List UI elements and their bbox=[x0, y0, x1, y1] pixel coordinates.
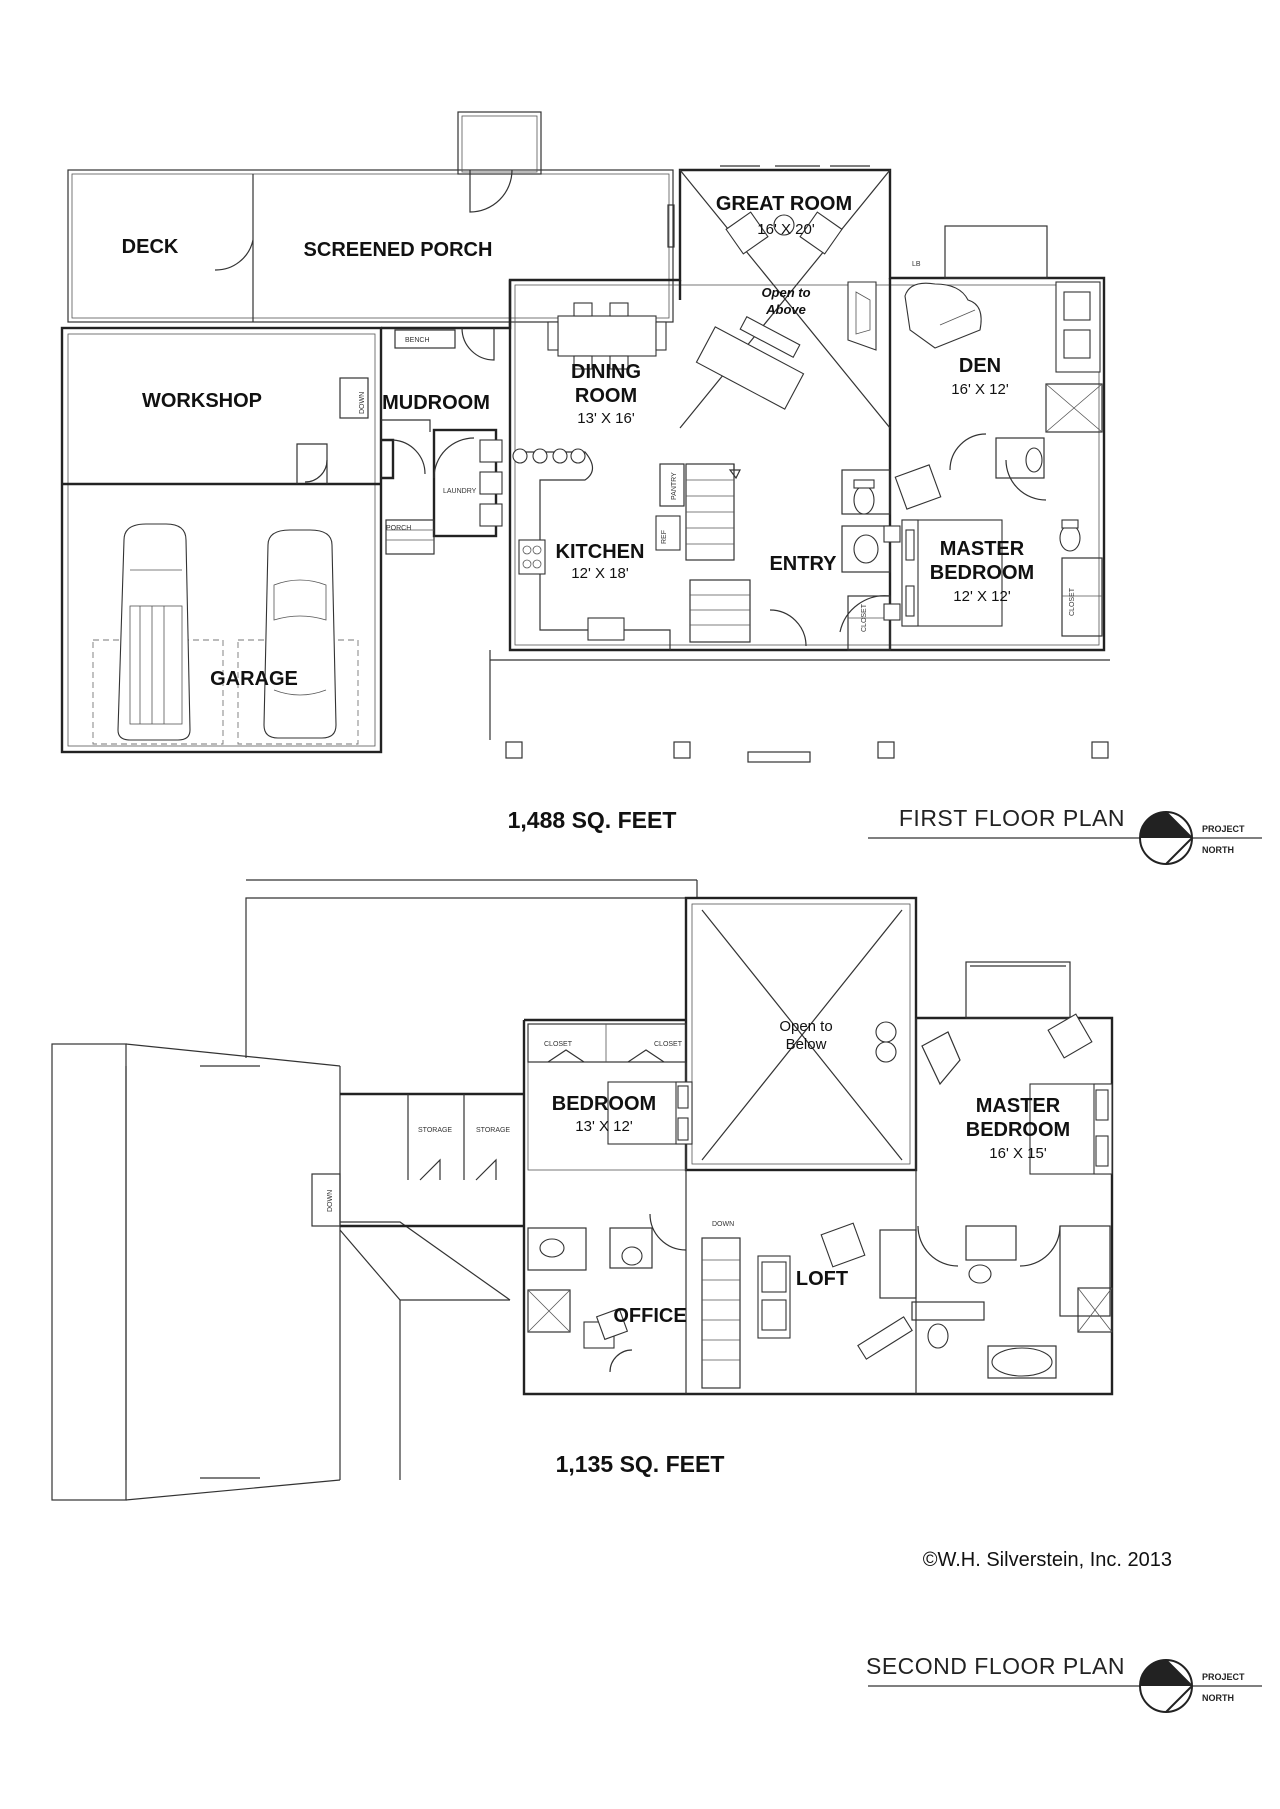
room-label-bedroom: BEDROOM bbox=[552, 1093, 656, 1115]
room-dim-master: 12' X 12' bbox=[953, 588, 1011, 605]
room-label-screened-porch: SCREENED PORCH bbox=[304, 239, 493, 261]
master-suite-fixtures bbox=[839, 383, 1103, 651]
north-arrow-icon bbox=[1139, 1659, 1194, 1713]
loft-office-fixtures bbox=[527, 1213, 913, 1389]
room-label-master-line2: BEDROOM bbox=[930, 562, 1034, 584]
small-label-bench: BENCH bbox=[405, 337, 430, 344]
dining-table bbox=[547, 302, 667, 370]
north-arrow-icon bbox=[1139, 811, 1194, 865]
first-floor-plan: DECK SCREENED PORCH GREAT ROOM 16' X 20'… bbox=[60, 111, 1262, 865]
first-floor-area: 1,488 SQ. FEET bbox=[508, 807, 677, 833]
second-floor-plan-title: SECOND FLOOR PLAN bbox=[866, 1653, 1125, 1679]
room-label-mudroom: MUDROOM bbox=[382, 392, 490, 414]
room-label-master2-line1: MASTER bbox=[976, 1095, 1061, 1117]
open-to-below-line2: Below bbox=[786, 1036, 827, 1053]
open-to-above-line2: Above bbox=[765, 302, 806, 317]
room-dim-dining: 13' X 16' bbox=[577, 410, 635, 427]
room-label-kitchen: KITCHEN bbox=[556, 541, 645, 563]
roof-outlines bbox=[51, 879, 698, 1501]
small-label-lb: LB bbox=[912, 261, 921, 268]
small-label-down: DOWN bbox=[359, 392, 366, 414]
room-label-office: OFFICE bbox=[613, 1305, 686, 1327]
room-label-den: DEN bbox=[959, 355, 1001, 377]
mudroom-outline bbox=[339, 280, 512, 555]
second-floor-bedroom-fixtures bbox=[527, 1023, 693, 1145]
garage-car-left bbox=[117, 523, 191, 741]
room-dim-bedroom: 13' X 12' bbox=[575, 1118, 633, 1135]
small-label-pantry: PANTRY bbox=[671, 472, 678, 500]
room-dim-master2: 16' X 15' bbox=[989, 1145, 1047, 1162]
north-label-project-2: PROJECT bbox=[1202, 1672, 1245, 1682]
second-floor-master-fixtures bbox=[875, 1013, 1113, 1379]
open-to-above-line1: Open to bbox=[761, 285, 810, 300]
room-label-master-line1: MASTER bbox=[940, 538, 1025, 560]
room-label-loft: LOFT bbox=[796, 1268, 848, 1290]
great-room-furniture bbox=[695, 211, 877, 410]
first-floor-room-labels: DECK SCREENED PORCH GREAT ROOM 16' X 20'… bbox=[122, 193, 1076, 690]
deck-porch-outline bbox=[67, 111, 674, 323]
front-porch-outline bbox=[489, 650, 1110, 763]
room-label-garage: GARAGE bbox=[210, 668, 298, 690]
room-dim-great-room: 16' X 20' bbox=[757, 221, 815, 238]
second-floor-plan: Open to Below BEDROOM 13' X 12' MASTER B… bbox=[51, 879, 1114, 1501]
second-floor-room-labels: Open to Below BEDROOM 13' X 12' MASTER B… bbox=[327, 1018, 1070, 1327]
room-dim-kitchen: 12' X 18' bbox=[571, 565, 629, 582]
room-label-dining-line2: ROOM bbox=[575, 385, 637, 407]
north-label-project: PROJECT bbox=[1202, 824, 1245, 834]
north-label-north-2: NORTH bbox=[1202, 1693, 1234, 1703]
second-floor-area: 1,135 SQ. FEET bbox=[556, 1451, 725, 1477]
first-floor-title-block: FIRST FLOOR PLAN PROJECT NORTH bbox=[868, 805, 1262, 865]
den-furniture bbox=[904, 281, 1101, 373]
small-label-closet-b: CLOSET bbox=[654, 1041, 683, 1048]
room-label-great-room: GREAT ROOM bbox=[716, 193, 852, 215]
copyright-notice: ©W.H. Silverstein, Inc. 2013 bbox=[923, 1549, 1172, 1571]
small-label-storage-a: STORAGE bbox=[418, 1127, 452, 1134]
north-label-north: NORTH bbox=[1202, 845, 1234, 855]
small-label-laundry: LAUNDRY bbox=[443, 488, 477, 495]
small-label-closet-left: CLOSET bbox=[861, 603, 868, 632]
room-label-entry: ENTRY bbox=[769, 553, 837, 575]
second-floor-title-block: SECOND FLOOR PLAN PROJECT NORTH bbox=[866, 1653, 1262, 1713]
room-label-workshop: WORKSHOP bbox=[142, 390, 262, 412]
open-to-below-line1: Open to bbox=[779, 1018, 832, 1035]
small-label-closet-right: CLOSET bbox=[1069, 587, 1076, 616]
kitchen-fixtures bbox=[512, 448, 807, 650]
room-label-master2-line2: BEDROOM bbox=[966, 1119, 1070, 1141]
small-label-down-stair: DOWN bbox=[712, 1221, 734, 1228]
main-house-outline bbox=[508, 165, 1106, 652]
first-floor-plan-title: FIRST FLOOR PLAN bbox=[899, 805, 1125, 831]
small-label-down-left: DOWN bbox=[327, 1190, 334, 1212]
small-label-porch: PORCH bbox=[386, 525, 411, 532]
garage-car-right bbox=[263, 529, 337, 739]
small-label-ref: REF bbox=[661, 530, 668, 544]
small-label-storage-b: STORAGE bbox=[476, 1127, 510, 1134]
small-label-closet-a: CLOSET bbox=[544, 1041, 573, 1048]
room-dim-den: 16' X 12' bbox=[951, 381, 1009, 398]
room-label-deck: DECK bbox=[122, 236, 179, 258]
first-floor-master-bed bbox=[883, 464, 1003, 627]
room-label-dining-line1: DINING bbox=[571, 361, 641, 383]
